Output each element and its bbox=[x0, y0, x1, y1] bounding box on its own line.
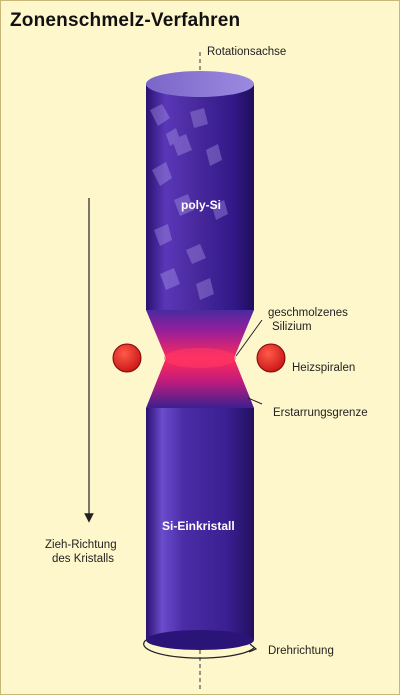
label-single-crystal: Si-Einkristall bbox=[162, 519, 235, 533]
label-molten-line1: geschmolzenes bbox=[268, 307, 348, 319]
poly-si-texture bbox=[150, 104, 228, 300]
label-rotation-direction: Drehrichtung bbox=[268, 645, 334, 657]
poly-si-rod bbox=[146, 84, 254, 310]
single-crystal-bottom bbox=[146, 630, 254, 650]
poly-si-rod-top bbox=[146, 71, 254, 97]
label-molten-line2: Silizium bbox=[272, 321, 312, 333]
label-pull-direction-line1: Zieh-Richtung bbox=[45, 539, 117, 551]
solidification-pointer-line bbox=[247, 397, 263, 405]
label-pull-direction-line2: des Kristalls bbox=[52, 553, 114, 565]
diagram-title: Zonenschmelz-Verfahren bbox=[10, 10, 241, 31]
rotation-direction-arc bbox=[143, 639, 255, 659]
heater-coil-left bbox=[112, 343, 142, 373]
heater-coil-right bbox=[256, 343, 286, 373]
label-solidification-boundary: Erstarrungsgrenze bbox=[273, 407, 368, 419]
label-heating-coils: Heizspiralen bbox=[292, 362, 356, 374]
si-single-crystal-rod bbox=[146, 408, 254, 640]
molten-pointer-line bbox=[235, 319, 263, 357]
label-rotation-axis: Rotationsachse bbox=[207, 46, 287, 58]
rotation-direction-arrowhead bbox=[248, 643, 258, 653]
molten-glow bbox=[164, 348, 236, 368]
label-poly-si: poly-Si bbox=[181, 198, 222, 212]
